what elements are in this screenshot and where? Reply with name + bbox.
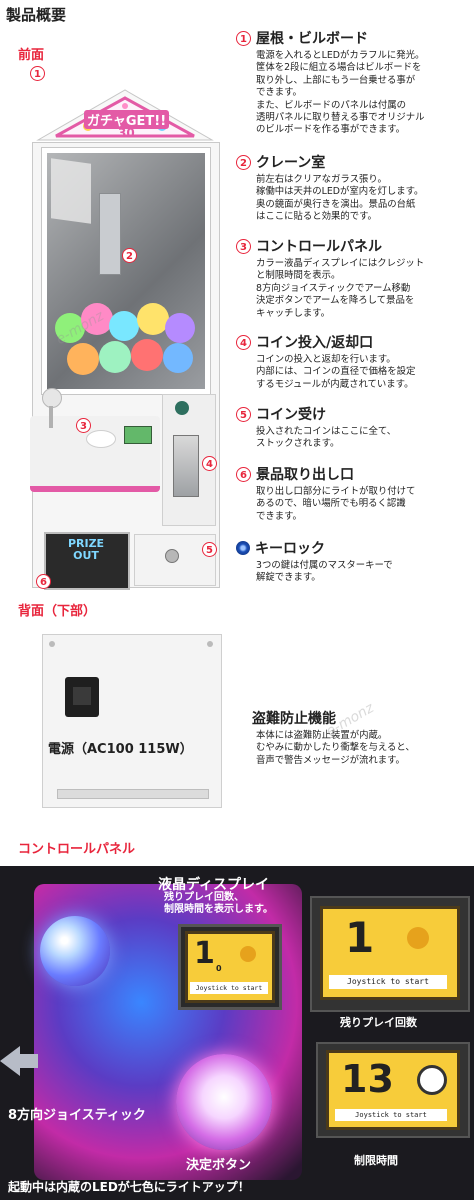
plays-value: 1 [345, 913, 375, 962]
lcd-title: 液晶ディスプレイ [158, 877, 270, 893]
feature-6-title: 景品取り出し口 [256, 467, 354, 483]
feature-4-text: コインの投入と返却を行います。 内部には、コインの直径で価格を設定 するモジュー… [256, 354, 416, 390]
feature-keylock-title: キーロック [255, 541, 325, 557]
plays-text: Joystick to start [329, 975, 447, 989]
feature-6-num: 6 [236, 466, 251, 482]
photo-lcd-value: 1 [194, 936, 215, 971]
rear-panel-image [42, 634, 222, 808]
feature-1-title: 屋根・ビルボード [256, 31, 368, 47]
feature-keylock: キーロック 3つの鍵は付属のマスターキーで 解錠できます。 [236, 538, 470, 585]
feature-2: 2 クレーン室 前左右はクリアなガラス張り。 稼働中は天井のLEDが室内を灯します… [236, 152, 470, 224]
footer-caption: 起動中は内蔵のLEDが七色にライトアップ！ [8, 1180, 250, 1194]
feature-4-num: 4 [236, 334, 251, 350]
feature-1: 1 屋根・ビルボード 電源を入れるとLEDがカラフルに発光。 筐体を2段に組立る場… [236, 28, 470, 137]
feature-3-title: コントロールパネル [256, 239, 382, 255]
feature-5-num: 5 [236, 406, 251, 422]
feature-2-text: 前左右はクリアなガラス張り。 稼働中は天井のLEDが室内を灯します。 奥の鏡面が… [256, 174, 424, 223]
feature-5-text: 投入されたコインはここに全て、 ストックされます。 [256, 426, 397, 450]
feature-3: 3 コントロールパネル カラー液晶ディスプレイにはクレジット と制限時間を表示。 … [236, 236, 470, 320]
marker-1: 1 [30, 66, 45, 81]
marker-3: 3 [76, 418, 91, 433]
time-value: 13 [341, 1057, 394, 1101]
billboard-number: 30 [118, 126, 135, 140]
prize-out-port: PRIZE OUT [44, 532, 130, 590]
timer-icon [417, 1065, 447, 1095]
coin-lock [175, 401, 189, 415]
crane-arm [99, 193, 121, 275]
feature-3-text: カラー液晶ディスプレイにはクレジット と制限時間を表示。 8方向ジョイスティック… [256, 258, 425, 319]
joystick-ball [42, 388, 62, 408]
anti-theft: 盗難防止機能 本体には盗難防止装置が内蔵。 むやみに動かしたり衝撃を与えると、 … [236, 708, 470, 767]
feature-6: 6 景品取り出し口 取り出し口部分にライトが取り付けて あるので、暗い場所でも明る… [236, 464, 470, 523]
prize-out-label: PRIZE OUT [67, 537, 105, 562]
anti-theft-title: 盗難防止機能 [252, 711, 336, 727]
photo-lcd-sub: 0 [216, 964, 222, 973]
feature-4-title: コイン投入/返却口 [256, 335, 374, 351]
lcd-desc: 残りプレイ回数、 制限時間を表示します。 [164, 892, 273, 915]
marker-4: 4 [202, 456, 217, 471]
coin-icon [407, 927, 429, 949]
feature-2-num: 2 [236, 154, 251, 170]
feature-5: 5 コイン受け 投入されたコインはここに全て、 ストックされます。 [236, 404, 470, 451]
power-socket [65, 677, 99, 717]
zoom-time-limit: 13 Joystick to start [316, 1042, 470, 1138]
zoom-remaining-plays: 1 Joystick to start [310, 896, 470, 1012]
arrow-left-icon [0, 1046, 38, 1076]
marker-5: 5 [202, 542, 217, 557]
coin-slot [173, 435, 199, 497]
decide-button [86, 430, 116, 448]
key-lock-badge-icon [236, 541, 250, 555]
feature-keylock-text: 3つの鍵は付属のマスターキーで 解錠できます。 [256, 560, 393, 584]
feature-1-text: 電源を入れるとLEDがカラフルに発光。 筐体を2段に組立る場合はビルボードを 取… [256, 50, 425, 136]
time-text: Joystick to start [335, 1109, 447, 1121]
time-limit-label: 制限時間 [354, 1154, 398, 1167]
lcd-display [124, 426, 152, 444]
joystick-label: 8方向ジョイスティック [8, 1108, 146, 1123]
remaining-plays-label: 残りプレイ回数 [340, 1016, 417, 1029]
front-label: 前面 [18, 48, 45, 63]
billboard-marquee: ガチャGET!! [84, 110, 170, 129]
control-panel [30, 388, 160, 492]
feature-6-text: 取り出し口部分にライトが取り付けて あるので、暗い場所でも明るく認識 できます。 [256, 486, 416, 522]
feature-5-title: コイン受け [256, 407, 326, 423]
rear-label: 背面（下部） [18, 604, 97, 619]
coin-box [134, 534, 216, 586]
photo-lcd-text: Joystick to start [190, 982, 268, 994]
control-panel-photo: 1 0 Joystick to start 液晶ディスプレイ 残りプレイ回数、 … [0, 866, 474, 1200]
machine-front-image: ガチャGET!! 30 2 3 4 PRIZE OUT 6 5 [30, 86, 220, 590]
joystick-crystal-ball [40, 916, 110, 986]
marker-6: 6 [36, 574, 51, 589]
decide-button-photo [176, 1054, 272, 1150]
feature-1-num: 1 [236, 30, 251, 46]
feature-2-title: クレーン室 [256, 155, 326, 171]
feature-3-num: 3 [236, 238, 251, 254]
control-panel-label: コントロールパネル [18, 842, 136, 857]
power-label: 電源（AC100 115W） [48, 742, 193, 757]
anti-theft-text: 本体には盗難防止装置が内蔵。 むやみに動かしたり衝撃を与えると、 音声で警告メッ… [256, 730, 415, 766]
marker-2: 2 [122, 248, 137, 263]
key-lock-icon [165, 549, 179, 563]
feature-4: 4 コイン投入/返却口 コインの投入と返却を行います。 内部には、コインの直径で価… [236, 332, 470, 391]
photo-lcd: 1 0 Joystick to start [178, 924, 282, 1010]
crane-chamber [42, 148, 210, 394]
button-label: 決定ボタン [186, 1158, 252, 1173]
coin-icon [240, 946, 256, 962]
page-title: 製品概要 [6, 6, 67, 24]
